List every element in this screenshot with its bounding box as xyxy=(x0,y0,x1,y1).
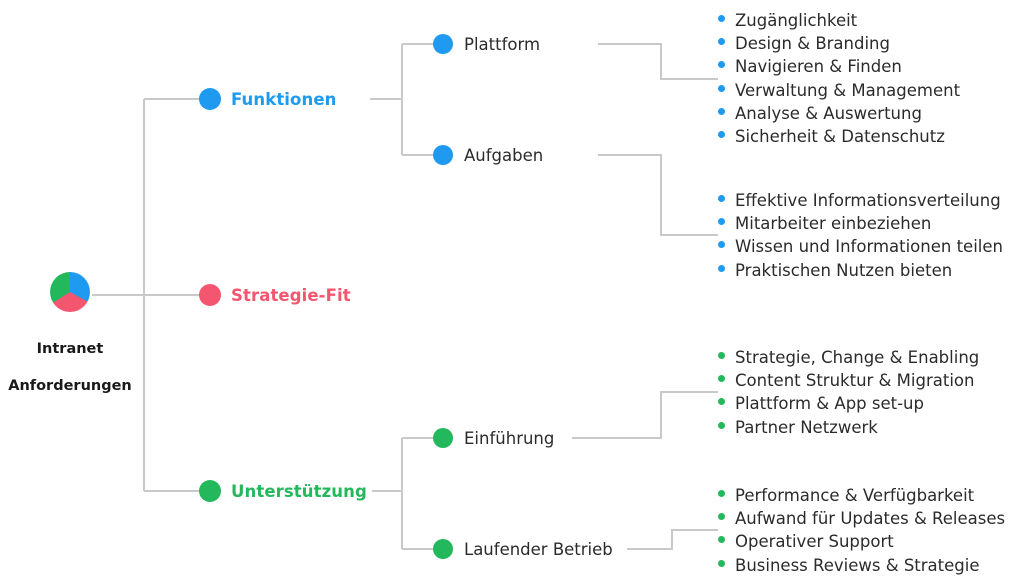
branch-dot-funktionen xyxy=(199,88,221,110)
leaf-bullet-icon xyxy=(718,375,725,383)
subbranch-label-plattform: Plattform xyxy=(464,34,541,54)
leaf-label: Navigieren & Finden xyxy=(735,57,902,77)
leaf-item[interactable]: Verwaltung & Management xyxy=(718,79,960,102)
branch-dot-unterstuetzung xyxy=(199,480,221,502)
leaf-label: Verwaltung & Management xyxy=(735,80,961,100)
subbranch-dot-plattform xyxy=(433,34,453,54)
leaf-label: Wissen und Informationen teilen xyxy=(735,237,1003,257)
leaf-item[interactable]: Plattform & App set-up xyxy=(718,392,979,415)
connector-einfuehrung-to-leaves xyxy=(572,391,718,439)
leaf-bullet-icon xyxy=(718,352,725,359)
leaf-bullet-icon xyxy=(718,241,725,249)
leaf-bullet-icon xyxy=(718,398,725,406)
subbranch-label-einfuehrung: Einführung xyxy=(464,428,555,448)
subbranch-dot-aufgaben xyxy=(433,145,453,165)
leaf-label: Praktischen Nutzen bieten xyxy=(735,260,953,280)
leaf-item[interactable]: Navigieren & Finden xyxy=(718,55,960,78)
subbranch-node-aufgaben[interactable]: Aufgaben xyxy=(433,145,543,165)
branch-node-unterstuetzung[interactable]: Unterstützung xyxy=(199,480,367,502)
leaf-label: Zugänglichkeit xyxy=(735,11,858,30)
subbranch-dot-einfuehrung xyxy=(433,428,453,448)
leaf-bullet-icon xyxy=(718,490,725,497)
leaf-label: Performance & Verfügbarkeit xyxy=(735,486,975,505)
leaf-label: Design & Branding xyxy=(735,34,890,54)
branch-label-strategie-fit: Strategie-Fit xyxy=(231,285,351,305)
leaf-label: Business Reviews & Strategie xyxy=(735,555,980,575)
root-node[interactable]: Intranet Anforderungen xyxy=(0,272,140,414)
branch-dot-strategie-fit xyxy=(199,284,221,306)
leaf-label: Plattform & App set-up xyxy=(735,394,924,414)
connector-aufgaben-to-leaves xyxy=(598,154,718,236)
leaf-bullet-icon xyxy=(718,264,725,272)
leaf-label: Operativer Support xyxy=(735,532,894,552)
branch-label-funktionen: Funktionen xyxy=(231,89,337,109)
leaf-bullet-icon xyxy=(718,218,725,226)
leaf-bullet-icon xyxy=(718,559,725,567)
leaf-bullet-icon xyxy=(718,513,725,521)
leaf-bullet-icon xyxy=(718,61,725,69)
subbranch-dot-laufender-betrieb xyxy=(433,539,453,559)
leaf-label: Mitarbeiter einbeziehen xyxy=(735,214,932,234)
leaf-item[interactable]: Strategie, Change & Enabling xyxy=(718,346,979,369)
root-pie-icon xyxy=(50,272,90,312)
subbranch-label-aufgaben: Aufgaben xyxy=(464,145,544,165)
subbranch-node-einfuehrung[interactable]: Einführung xyxy=(433,428,554,448)
leaf-bullet-icon xyxy=(718,107,725,115)
leaf-item[interactable]: Partner Netzwerk xyxy=(718,416,979,439)
leaf-item[interactable]: Business Reviews & Strategie xyxy=(718,554,1005,577)
leaf-item[interactable]: Wissen und Informationen teilen xyxy=(718,235,1003,258)
leaf-bullet-icon xyxy=(718,130,725,138)
subbranch-node-laufender-betrieb[interactable]: Laufender Betrieb xyxy=(433,539,613,559)
leaf-item[interactable]: Mitarbeiter einbeziehen xyxy=(718,212,1003,235)
branch-label-unterstuetzung: Unterstützung xyxy=(231,481,367,501)
leaf-label: Sicherheit & Datenschutz xyxy=(735,126,945,146)
leaf-label: Effektive Informationsverteilung xyxy=(735,191,1001,210)
leaf-label: Aufwand für Updates & Releases xyxy=(735,509,1006,529)
connector-plattform-to-leaves xyxy=(598,43,718,80)
root-label: Intranet Anforderungen xyxy=(8,321,132,414)
connector-laufender-to-leaves xyxy=(627,529,718,550)
leaf-bullet-icon xyxy=(718,536,725,544)
leaf-item[interactable]: Performance & Verfügbarkeit xyxy=(718,484,1005,507)
leaf-item[interactable]: Operativer Support xyxy=(718,530,1005,553)
subbranch-node-plattform[interactable]: Plattform xyxy=(433,34,540,54)
leaf-item[interactable]: Analyse & Auswertung xyxy=(718,102,960,125)
leaf-item[interactable]: Zugänglichkeit xyxy=(718,9,960,32)
leaf-item[interactable]: Content Struktur & Migration xyxy=(718,369,979,392)
root-label-line1: Intranet xyxy=(36,340,104,357)
leaf-bullet-icon xyxy=(718,421,725,429)
leaf-item[interactable]: Sicherheit & Datenschutz xyxy=(718,125,960,148)
leaf-label: Strategie, Change & Enabling xyxy=(735,348,980,367)
leaf-bullet-icon xyxy=(718,38,725,46)
leaf-bullet-icon xyxy=(718,195,725,202)
leaf-bullet-icon xyxy=(718,15,725,22)
leaf-item[interactable]: Praktischen Nutzen bieten xyxy=(718,259,1003,282)
branch-node-funktionen[interactable]: Funktionen xyxy=(199,88,336,110)
leaf-label: Content Struktur & Migration xyxy=(735,371,975,391)
leaf-label: Partner Netzwerk xyxy=(735,417,878,437)
branch-node-strategie-fit[interactable]: Strategie-Fit xyxy=(199,284,351,306)
leaf-label: Analyse & Auswertung xyxy=(735,103,922,123)
leaf-item[interactable]: Effektive Informationsverteilung xyxy=(718,189,1003,212)
leaf-bullet-icon xyxy=(718,84,725,92)
subbranch-label-laufender-betrieb: Laufender Betrieb xyxy=(464,539,613,559)
leaf-item[interactable]: Aufwand für Updates & Releases xyxy=(718,507,1005,530)
leaf-item[interactable]: Design & Branding xyxy=(718,32,960,55)
root-label-line2: Anforderungen xyxy=(8,377,132,394)
